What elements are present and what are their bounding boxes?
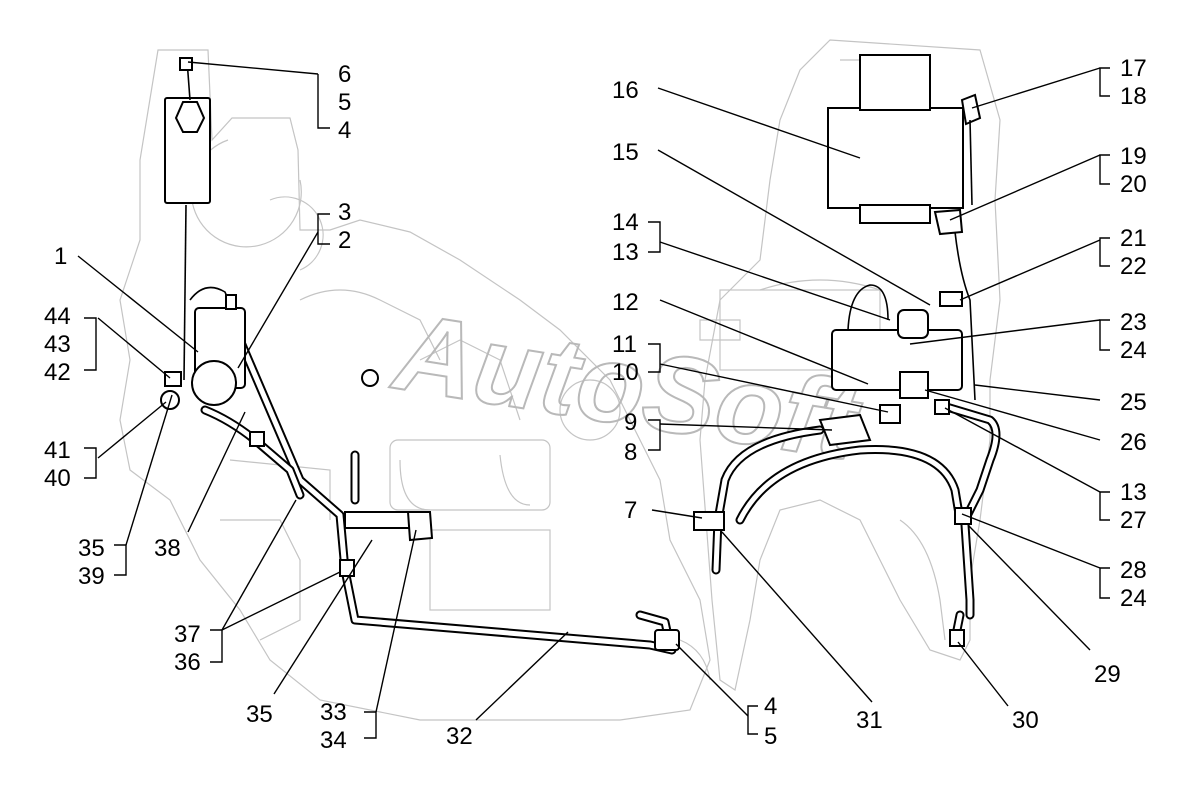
label-35-left: 35 bbox=[78, 535, 105, 562]
label-4: 4 bbox=[338, 117, 351, 144]
label-42: 42 bbox=[44, 359, 71, 386]
label-24-bottom: 24 bbox=[1120, 585, 1147, 612]
left-clamp-block bbox=[406, 511, 434, 542]
right-end-fitting bbox=[949, 629, 965, 647]
label-10: 10 bbox=[612, 359, 639, 386]
label-23: 23 bbox=[1120, 309, 1147, 336]
label-5: 5 bbox=[338, 89, 351, 116]
label-6: 6 bbox=[338, 61, 351, 88]
right-box-bracket-top bbox=[859, 54, 931, 111]
right-components bbox=[693, 54, 982, 647]
label-41: 41 bbox=[44, 437, 71, 464]
leader-lines bbox=[77, 61, 1101, 721]
label-37: 37 bbox=[174, 621, 201, 648]
label-21: 21 bbox=[1120, 225, 1147, 252]
label-35-bottom: 35 bbox=[246, 701, 273, 728]
label-40: 40 bbox=[44, 465, 71, 492]
left-sensor-cap bbox=[174, 101, 206, 133]
right-pressure-switch bbox=[939, 291, 963, 307]
label-34: 34 bbox=[320, 727, 347, 754]
right-compressor-body bbox=[831, 329, 963, 391]
left-pressure-switch bbox=[225, 294, 237, 310]
label-39: 39 bbox=[78, 563, 105, 590]
right-box-bracket-bottom bbox=[859, 204, 931, 224]
left-compressor-pulley bbox=[191, 360, 237, 406]
left-valve bbox=[164, 371, 182, 387]
label-31: 31 bbox=[856, 707, 883, 734]
label-3: 3 bbox=[338, 199, 351, 226]
label-33: 33 bbox=[320, 699, 347, 726]
label-17: 17 bbox=[1120, 55, 1147, 82]
right-connector-mid bbox=[933, 208, 964, 236]
label-18: 18 bbox=[1120, 83, 1147, 110]
right-union-fitting bbox=[879, 404, 901, 424]
label-4-bottom: 4 bbox=[764, 693, 777, 720]
label-8: 8 bbox=[624, 439, 637, 466]
label-26: 26 bbox=[1120, 429, 1147, 456]
left-bracket-plate bbox=[344, 511, 416, 529]
label-22: 22 bbox=[1120, 253, 1147, 280]
left-end-fitting bbox=[654, 629, 680, 651]
label-brackets bbox=[84, 67, 1110, 739]
label-13: 13 bbox=[612, 239, 639, 266]
part-labels: 6 5 4 3 2 1 44 43 42 41 40 35 39 38 37 3… bbox=[44, 55, 1147, 754]
label-19: 19 bbox=[1120, 143, 1147, 170]
label-12: 12 bbox=[612, 289, 639, 316]
label-15: 15 bbox=[612, 139, 639, 166]
left-hose-clamp bbox=[339, 559, 355, 577]
label-9: 9 bbox=[624, 409, 637, 436]
label-44: 44 bbox=[44, 303, 71, 330]
label-29: 29 bbox=[1094, 661, 1121, 688]
label-27: 27 bbox=[1120, 507, 1147, 534]
label-36: 36 bbox=[174, 649, 201, 676]
label-25: 25 bbox=[1120, 389, 1147, 416]
label-32: 32 bbox=[446, 723, 473, 750]
right-connector-top bbox=[960, 93, 982, 126]
label-30: 30 bbox=[1012, 707, 1039, 734]
label-14: 14 bbox=[612, 209, 639, 236]
left-top-fitting bbox=[179, 57, 193, 71]
left-engine-fitting bbox=[361, 369, 379, 387]
right-hose-fitting bbox=[818, 413, 872, 447]
label-1: 1 bbox=[54, 243, 67, 270]
label-28: 28 bbox=[1120, 557, 1147, 584]
left-mid-fitting bbox=[249, 431, 265, 447]
label-11: 11 bbox=[612, 331, 637, 358]
right-fitting-13 bbox=[934, 399, 950, 415]
right-valve-block bbox=[899, 371, 929, 399]
label-43: 43 bbox=[44, 331, 71, 358]
right-lower-clamp bbox=[954, 507, 972, 525]
right-left-clamp bbox=[693, 511, 725, 531]
label-38: 38 bbox=[154, 535, 181, 562]
left-components bbox=[160, 57, 711, 681]
label-20: 20 bbox=[1120, 171, 1147, 198]
right-control-box bbox=[827, 107, 964, 209]
label-24: 24 bbox=[1120, 337, 1147, 364]
label-5-bottom: 5 bbox=[764, 723, 777, 750]
label-16: 16 bbox=[612, 77, 639, 104]
right-compressor-head bbox=[897, 309, 929, 339]
label-13-right: 13 bbox=[1120, 479, 1147, 506]
label-7: 7 bbox=[624, 497, 637, 524]
label-2: 2 bbox=[338, 227, 351, 254]
